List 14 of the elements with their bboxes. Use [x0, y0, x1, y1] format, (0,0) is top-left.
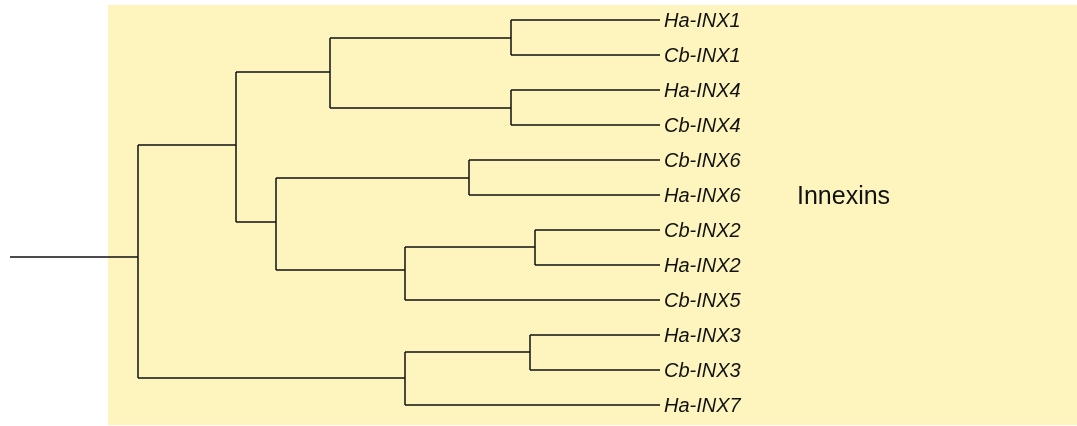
taxon-label: Ha-INX6 [664, 183, 741, 207]
taxon-label: Cb-INX3 [664, 358, 741, 382]
taxon-label: Ha-INX2 [664, 253, 741, 277]
taxon-label: Cb-INX5 [664, 288, 741, 312]
taxon-label: Cb-INX6 [664, 148, 741, 172]
taxon-label: Ha-INX1 [664, 8, 741, 32]
taxon-label: Cb-INX2 [664, 218, 741, 242]
taxon-label: Ha-INX4 [664, 78, 741, 102]
group-label: Innexins [797, 180, 891, 210]
taxon-label: Ha-INX7 [664, 393, 741, 417]
group-band [108, 5, 1077, 425]
taxon-label: Cb-INX1 [664, 43, 741, 67]
taxon-label: Ha-INX3 [664, 323, 741, 347]
taxon-label: Cb-INX4 [664, 113, 741, 137]
